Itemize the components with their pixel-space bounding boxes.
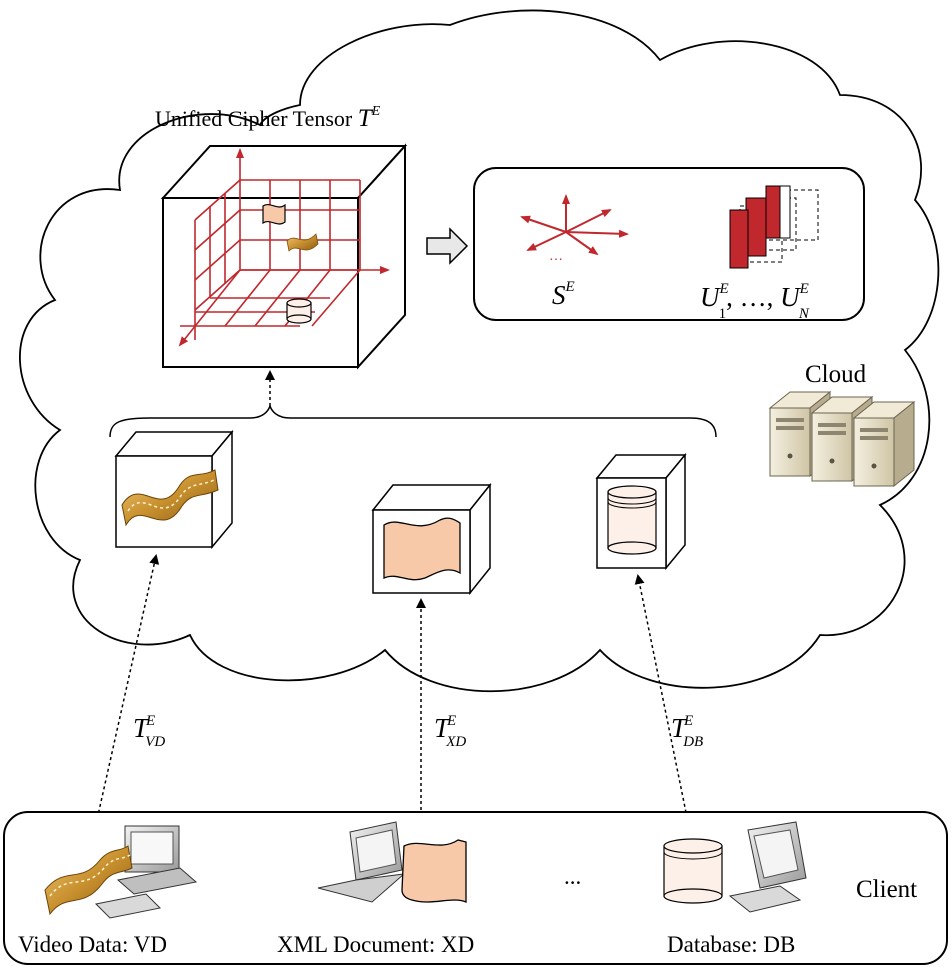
decomposition-result-box [473,167,865,321]
factor-matrices-icon [729,185,819,269]
client-ellipsis: ... [564,864,581,889]
tensor-title: Unified Cipher Tensor TE [155,104,381,132]
xml-tensor-cube [371,482,492,596]
core-dots: … [549,249,563,264]
server-icon [768,390,916,488]
client-label: Client [856,876,917,903]
tensor-grid [178,148,390,347]
xml-document-label: XML Document: XD [277,932,474,957]
vd-upload-arrow [91,554,160,843]
tensor-film-icon [286,233,319,252]
video-data-label: Video Data: VD [18,932,167,957]
cloud-label: Cloud [805,361,867,388]
db-client-icon [663,821,807,913]
video-client-icon [44,825,198,919]
database-label: Database: DB [667,932,795,957]
core-tensor-icon [520,194,629,256]
tensor-paper-icon [262,203,286,225]
video-tensor-cube [114,429,234,550]
decompose-arrow-icon [426,227,469,265]
tensor-database-icon [286,298,312,324]
db-tensor-cube [595,452,687,571]
unified-tensor-cube [160,143,408,370]
xml-client-icon [317,821,467,903]
core-tensor-label: SE [552,279,575,310]
